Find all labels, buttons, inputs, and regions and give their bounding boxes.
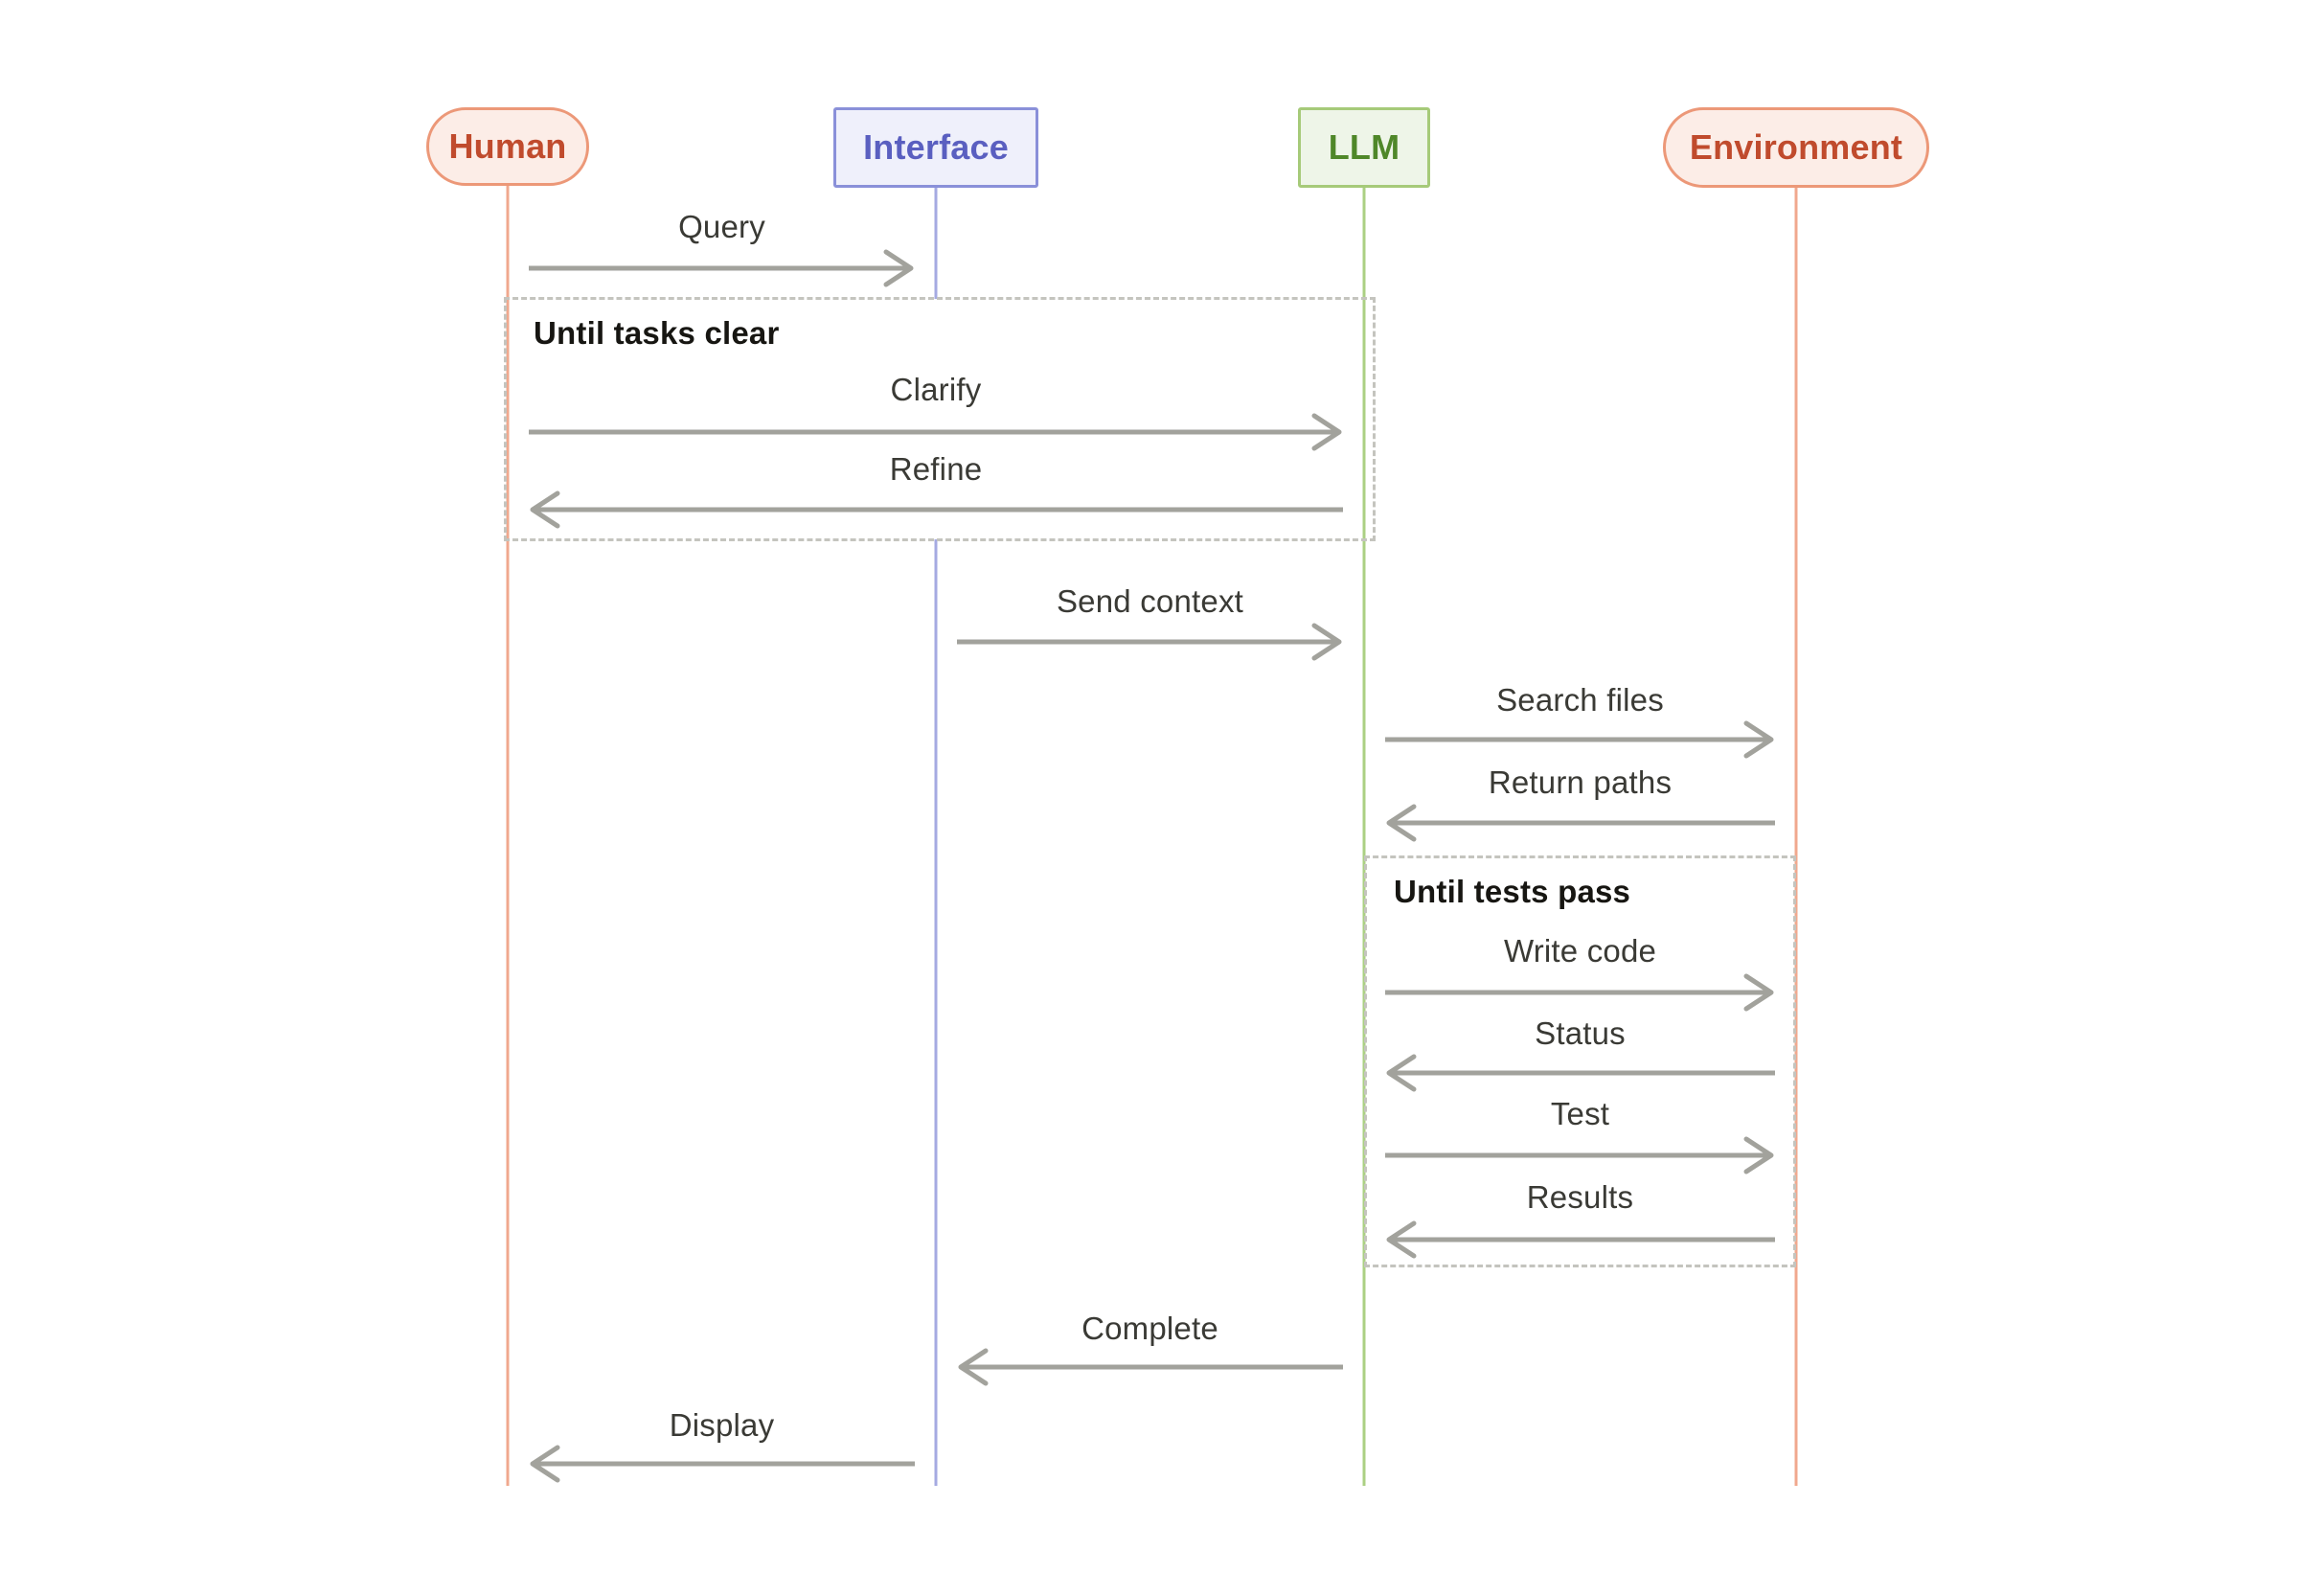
loop-frame-until-tasks-clear: Until tasks clear	[504, 297, 1376, 541]
message-label-test: Test	[1550, 1096, 1610, 1131]
message-label-status: Status	[1535, 1015, 1626, 1051]
actor-label: LLM	[1328, 127, 1400, 167]
message-label-clarify: Clarify	[890, 372, 982, 407]
message-label-query: Query	[678, 209, 765, 244]
message-label-refine: Refine	[889, 451, 983, 487]
message-label-results: Results	[1526, 1179, 1634, 1215]
message-label-search-files: Search files	[1496, 682, 1664, 718]
message-label-write-code: Write code	[1503, 933, 1657, 969]
actor-label: Environment	[1689, 127, 1903, 167]
loop-title: Until tests pass	[1394, 874, 1631, 909]
message-label-display: Display	[669, 1407, 775, 1443]
actor-human: Human	[426, 107, 589, 186]
message-label-complete: Complete	[1081, 1311, 1218, 1346]
loop-frame-until-tests-pass: Until tests pass	[1364, 855, 1796, 1267]
actor-label: Interface	[863, 127, 1009, 167]
message-label-send-context: Send context	[1056, 583, 1244, 619]
actor-interface: Interface	[833, 107, 1038, 188]
actor-env: Environment	[1663, 107, 1929, 188]
actor-llm: LLM	[1298, 107, 1430, 188]
actor-label: Human	[448, 126, 567, 166]
loop-title: Until tasks clear	[534, 315, 780, 351]
message-label-return-paths: Return paths	[1488, 764, 1673, 800]
